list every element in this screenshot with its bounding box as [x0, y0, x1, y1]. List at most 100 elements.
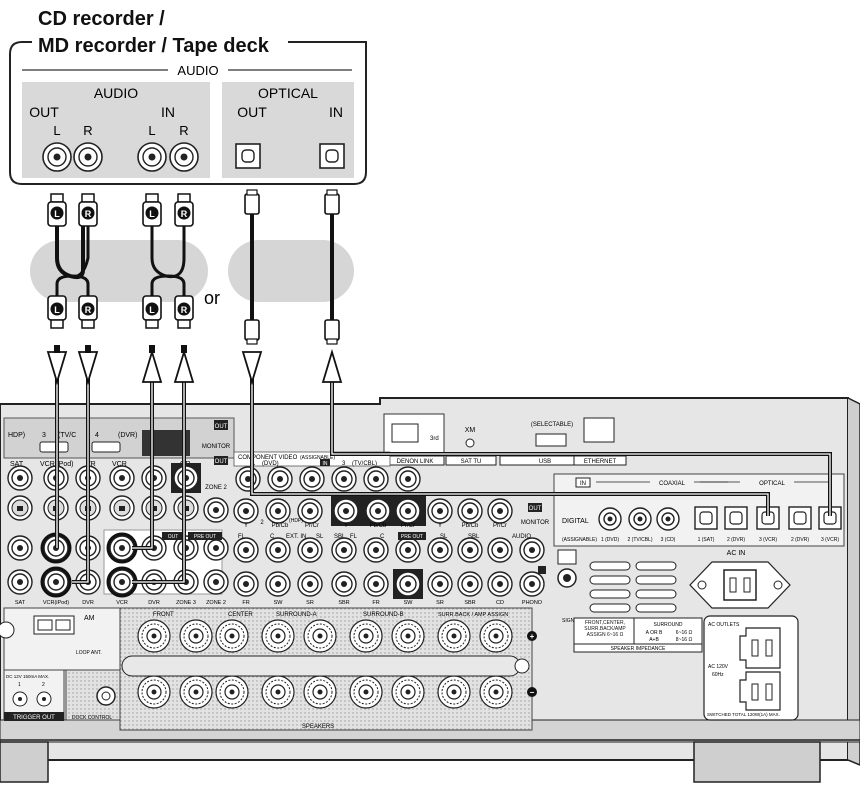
plug-top-in-left: L [143, 194, 161, 226]
bottom-label-16: PHONO [522, 600, 543, 606]
speakers-label: SPEAKERS [302, 724, 334, 730]
comp-label-y3: Y [438, 523, 442, 529]
preout-row4-jack-5 [393, 569, 423, 599]
switched-total-label: SWITCHED TOTAL 120W(1A) MAX. [707, 712, 780, 717]
comp-label-pb: Pb/Cb [272, 523, 289, 529]
impedance-aorb-val: 6~16 Ω [676, 630, 693, 636]
speaker-terminal-1-0 [180, 620, 212, 652]
optical-plug-bottom-in [325, 320, 339, 344]
speaker-impedance-label: SPEAKER IMPEDANCE [611, 646, 666, 652]
pre-sbl2: SBL [468, 534, 480, 540]
pre-fl: FL [238, 534, 246, 540]
trigger-out-label: TRIGGER OUT [13, 715, 55, 721]
bottom-label-10: SBR [338, 600, 349, 606]
component-out-jack-1 [458, 499, 482, 523]
bottom-label-4: DVR [148, 600, 160, 606]
video-out-badge: OUT [215, 459, 228, 465]
front-label: FRONT [153, 612, 174, 618]
third-label: 3rd [430, 436, 439, 442]
plug-top-out-left: L [48, 194, 66, 226]
speaker-terminal-7-1 [438, 676, 470, 708]
comp-label-pb2: Pb/Cb [370, 523, 387, 529]
trigger-num-2: 2 [42, 682, 45, 688]
optical-in-label: IN [329, 104, 343, 120]
bottom-label-0: SAT [15, 600, 26, 606]
speaker-terminal-4-0 [304, 620, 336, 652]
speaker-terminal-6-0 [392, 620, 424, 652]
loop-ant-label: LOOP ANT. [76, 650, 102, 656]
plug-top-out-right: R [79, 194, 97, 226]
preout-row3-jack-5 [396, 538, 420, 562]
usb-label: USB [539, 459, 551, 465]
pre-out-badge: PRE OUT [401, 534, 423, 540]
preout-row3-jack-0 [234, 538, 258, 562]
speaker-terminal-5-1 [350, 676, 382, 708]
rca-jack-out-left [43, 143, 71, 171]
speaker-terminal-8-1 [480, 676, 512, 708]
bottom-label-15: CD [496, 600, 504, 606]
comp-label-y2: Y [344, 523, 348, 529]
preout-row3-jack-6 [428, 538, 452, 562]
ac-freq-label: 60Hz [712, 672, 724, 678]
monitor-label: MONITOR [202, 444, 231, 450]
hdmi-label-3: (TV/C [58, 432, 76, 439]
right-foot [694, 742, 820, 782]
dc-label: DC 12V 150mA MAX. [6, 674, 49, 679]
hdmi-label-5: (DVR) [118, 432, 137, 439]
preout-row3-jack-4 [364, 538, 388, 562]
preout-row3-jack-7 [458, 538, 482, 562]
source-device: AUDIO AUDIO OPTICAL OUT IN OUT IN L R L … [10, 42, 366, 184]
speaker-terminal-5-0 [350, 620, 382, 652]
digital-label-7: 3 (VCR) [821, 537, 839, 543]
am-label: AM [84, 615, 95, 622]
digital-label-5: 3 (VCR) [759, 537, 777, 543]
preout-row4-jack-9 [520, 572, 544, 596]
video-jack-0 [8, 466, 32, 490]
ac-outlets-label: AC OUTLETS [708, 622, 740, 628]
pre-c: C [270, 534, 275, 540]
impedance-aorb: A OR B [646, 630, 663, 636]
component-out-jack-2 [488, 499, 512, 523]
bottom-label-9: SR [306, 600, 314, 606]
cables: or L R L R L R L R [30, 190, 354, 344]
component-in1-jack-1 [268, 467, 292, 491]
digital-label-1: 2 (TV/CBL) [627, 537, 652, 543]
speaker-terminal-7-0 [438, 620, 470, 652]
optical-plug-bottom-out [245, 320, 259, 344]
rca-jack-in-right [170, 143, 198, 171]
monitor-out-badge: OUT [215, 424, 228, 430]
hdmi-label-1: HDP) [8, 432, 25, 439]
rca-jack-out-right [74, 143, 102, 171]
comp-label-y: Y [244, 523, 248, 529]
denon-link-label: DENON LINK [397, 459, 434, 465]
plug-bottom-in-right: R [175, 296, 193, 328]
digital-in-badge: IN [580, 481, 586, 487]
plug-left-label: L [54, 305, 60, 315]
ac-in-label: AC IN [727, 550, 746, 557]
plug-right-label: R [85, 209, 92, 219]
component-input-3-name: (TV/CBL) [352, 461, 377, 467]
preout-row3-jack-9 [520, 538, 544, 562]
out-left-label: L [53, 123, 60, 138]
digital-jack-3 [695, 507, 717, 529]
impedance-ab: A+B [649, 637, 659, 643]
impedance-surround-label: SURROUND [654, 622, 683, 628]
pre-out-badge-left: PRE OUT [194, 534, 216, 540]
component-out-jack-0 [428, 499, 452, 523]
plug-bottom-out-right: R [79, 296, 97, 328]
preout-row4-jack-1 [266, 572, 290, 596]
left-foot [0, 742, 48, 782]
surround-b-label: SURROUND-B [363, 612, 404, 618]
bottom-label-3: VCR [116, 600, 128, 606]
digital-assignable-label: (ASSIGNABLE) [562, 537, 597, 543]
digital-jack-4 [725, 507, 747, 529]
impedance-ab-val: 8~16 Ω [676, 637, 693, 643]
speaker-terminal-0-1 [138, 676, 170, 708]
component-monitor-label: MONITOR [521, 520, 550, 526]
component-in3b-jack-2 [396, 499, 420, 523]
plug-top-in-right: R [175, 194, 193, 226]
preout-row4-jack-3 [332, 572, 356, 596]
audio-row3-jack-3 [110, 536, 134, 560]
component-out-badge: OUT [529, 506, 542, 512]
